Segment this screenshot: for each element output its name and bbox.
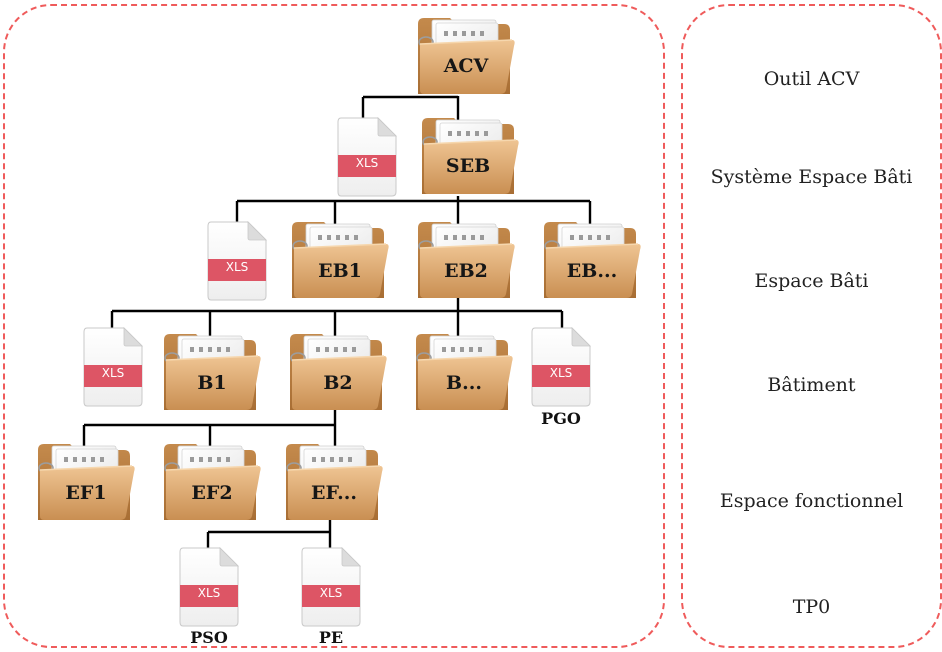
folder-ef-more[interactable]: EF... [285, 443, 384, 521]
folder-ef1[interactable]: EF1 [37, 443, 136, 521]
level-label-batiment: Bâtiment [767, 374, 856, 396]
xls-file-pe[interactable]: XLS PE [301, 547, 361, 647]
folder-b-more[interactable]: B... [415, 333, 514, 411]
level-label-espace-bati: Espace Bâti [754, 270, 869, 292]
folder-b1[interactable]: B1 [163, 333, 262, 411]
folder-eb1[interactable]: EB1 [291, 221, 390, 299]
xls-file-pgo[interactable]: XLS PGO [531, 327, 591, 428]
folder-eb2[interactable]: EB2 [417, 221, 516, 299]
file-caption-pgo: PGO [541, 409, 581, 428]
folder-label-ef2: EF2 [191, 482, 232, 504]
xls-file-pso[interactable]: XLS PSO [179, 547, 239, 647]
legend-panel [681, 4, 942, 648]
folder-label-eb2: EB2 [444, 260, 488, 282]
folder-label-seb: SEB [446, 155, 490, 177]
folder-label-b2: B2 [323, 372, 352, 394]
xls-file-eb2[interactable]: XLS [83, 327, 143, 407]
level-label-tp0: TP0 [792, 596, 831, 618]
folder-label-eb1: EB1 [318, 260, 362, 282]
folder-eb-more[interactable]: EB... [543, 221, 642, 299]
xls-file-label: XLS [102, 366, 125, 380]
folder-label-b-more: B... [446, 372, 482, 394]
folder-b2[interactable]: B2 [289, 333, 388, 411]
tree-panel [3, 4, 665, 648]
file-caption-pso: PSO [190, 628, 228, 647]
xls-file-label: XLS [550, 366, 573, 380]
level-label-systeme-espace-bati: Système Espace Bâti [710, 166, 913, 188]
level-label-outil-acv: Outil ACV [763, 68, 860, 90]
xls-file-label: XLS [320, 586, 343, 600]
folder-label-ef1: EF1 [65, 482, 106, 504]
folder-label-eb-more: EB... [567, 260, 617, 282]
xls-file-label: XLS [226, 260, 249, 274]
xls-file-acv[interactable]: XLS [337, 117, 397, 197]
folder-ef2[interactable]: EF2 [163, 443, 262, 521]
xls-file-label: XLS [356, 156, 379, 170]
folder-seb[interactable]: SEB [421, 117, 520, 195]
file-caption-pe: PE [319, 628, 343, 647]
level-label-espace-fonctionnel: Espace fonctionnel [719, 490, 904, 512]
xls-file-label: XLS [198, 586, 221, 600]
folder-label-b1: B1 [197, 372, 226, 394]
folder-label-acv: ACV [443, 55, 490, 77]
xls-file-seb[interactable]: XLS [207, 221, 267, 301]
folder-acv[interactable]: ACV [417, 17, 516, 95]
folder-label-ef-more: EF... [311, 482, 357, 504]
